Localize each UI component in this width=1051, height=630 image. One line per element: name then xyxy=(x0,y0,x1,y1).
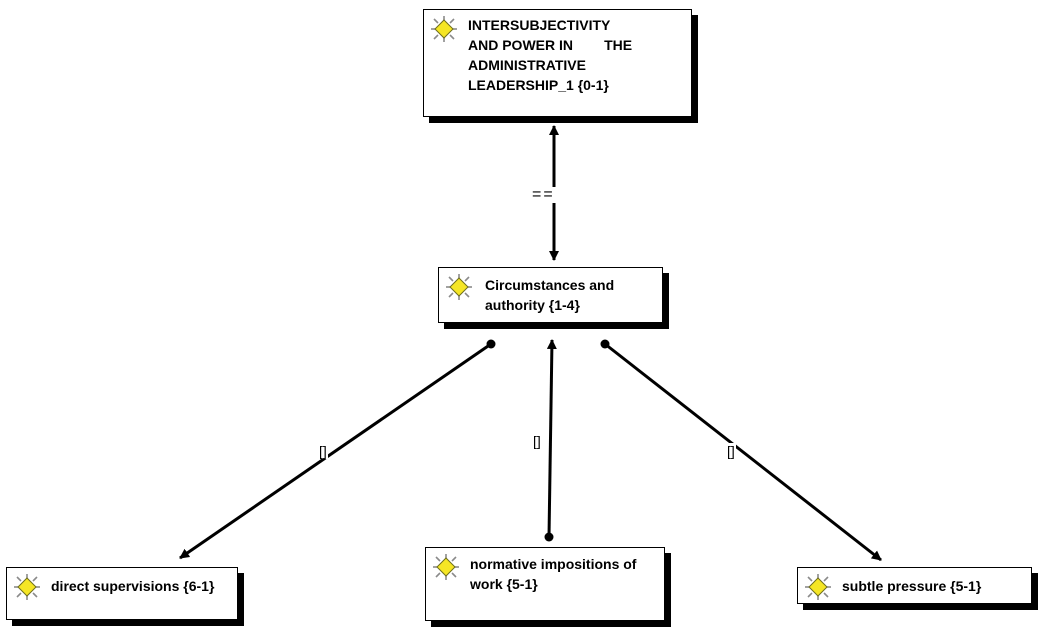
link-label-mid-right: [] xyxy=(726,443,736,459)
node-intersubjectivity[interactable]: INTERSUBJECTIVITY AND POWER IN THE ADMIN… xyxy=(423,9,692,117)
link-mid-left-dot xyxy=(486,339,496,349)
node-label: normative impositions of work {5-1} xyxy=(470,556,637,592)
code-node-icon xyxy=(446,274,472,300)
code-node-icon xyxy=(431,16,457,42)
code-node-icon xyxy=(433,554,459,580)
link-mid-left xyxy=(179,342,492,560)
link-mid-center xyxy=(546,339,557,538)
node-label: Circumstances and authority {1-4} xyxy=(485,277,615,313)
node-label: INTERSUBJECTIVITY AND POWER IN THE ADMIN… xyxy=(468,17,633,93)
link-mid-right-dot xyxy=(600,339,610,349)
node-circumstances-authority[interactable]: Circumstances and authority {1-4} xyxy=(438,267,663,323)
node-normative-impositions[interactable]: normative impositions of work {5-1} xyxy=(425,547,665,621)
link-label-top-mid: == xyxy=(531,186,556,203)
node-label: subtle pressure {5-1} xyxy=(842,578,982,594)
code-node-icon xyxy=(14,574,40,600)
link-label-mid-center: [] xyxy=(532,433,542,449)
node-label: direct supervisions {6-1} xyxy=(51,578,215,594)
node-direct-supervisions[interactable]: direct supervisions {6-1} xyxy=(6,567,238,620)
link-mid-right xyxy=(604,342,882,562)
link-label-mid-left: [] xyxy=(318,443,328,459)
code-node-icon xyxy=(805,574,831,600)
node-subtle-pressure[interactable]: subtle pressure {5-1} xyxy=(797,567,1032,604)
link-mid-center-dot xyxy=(544,532,554,542)
